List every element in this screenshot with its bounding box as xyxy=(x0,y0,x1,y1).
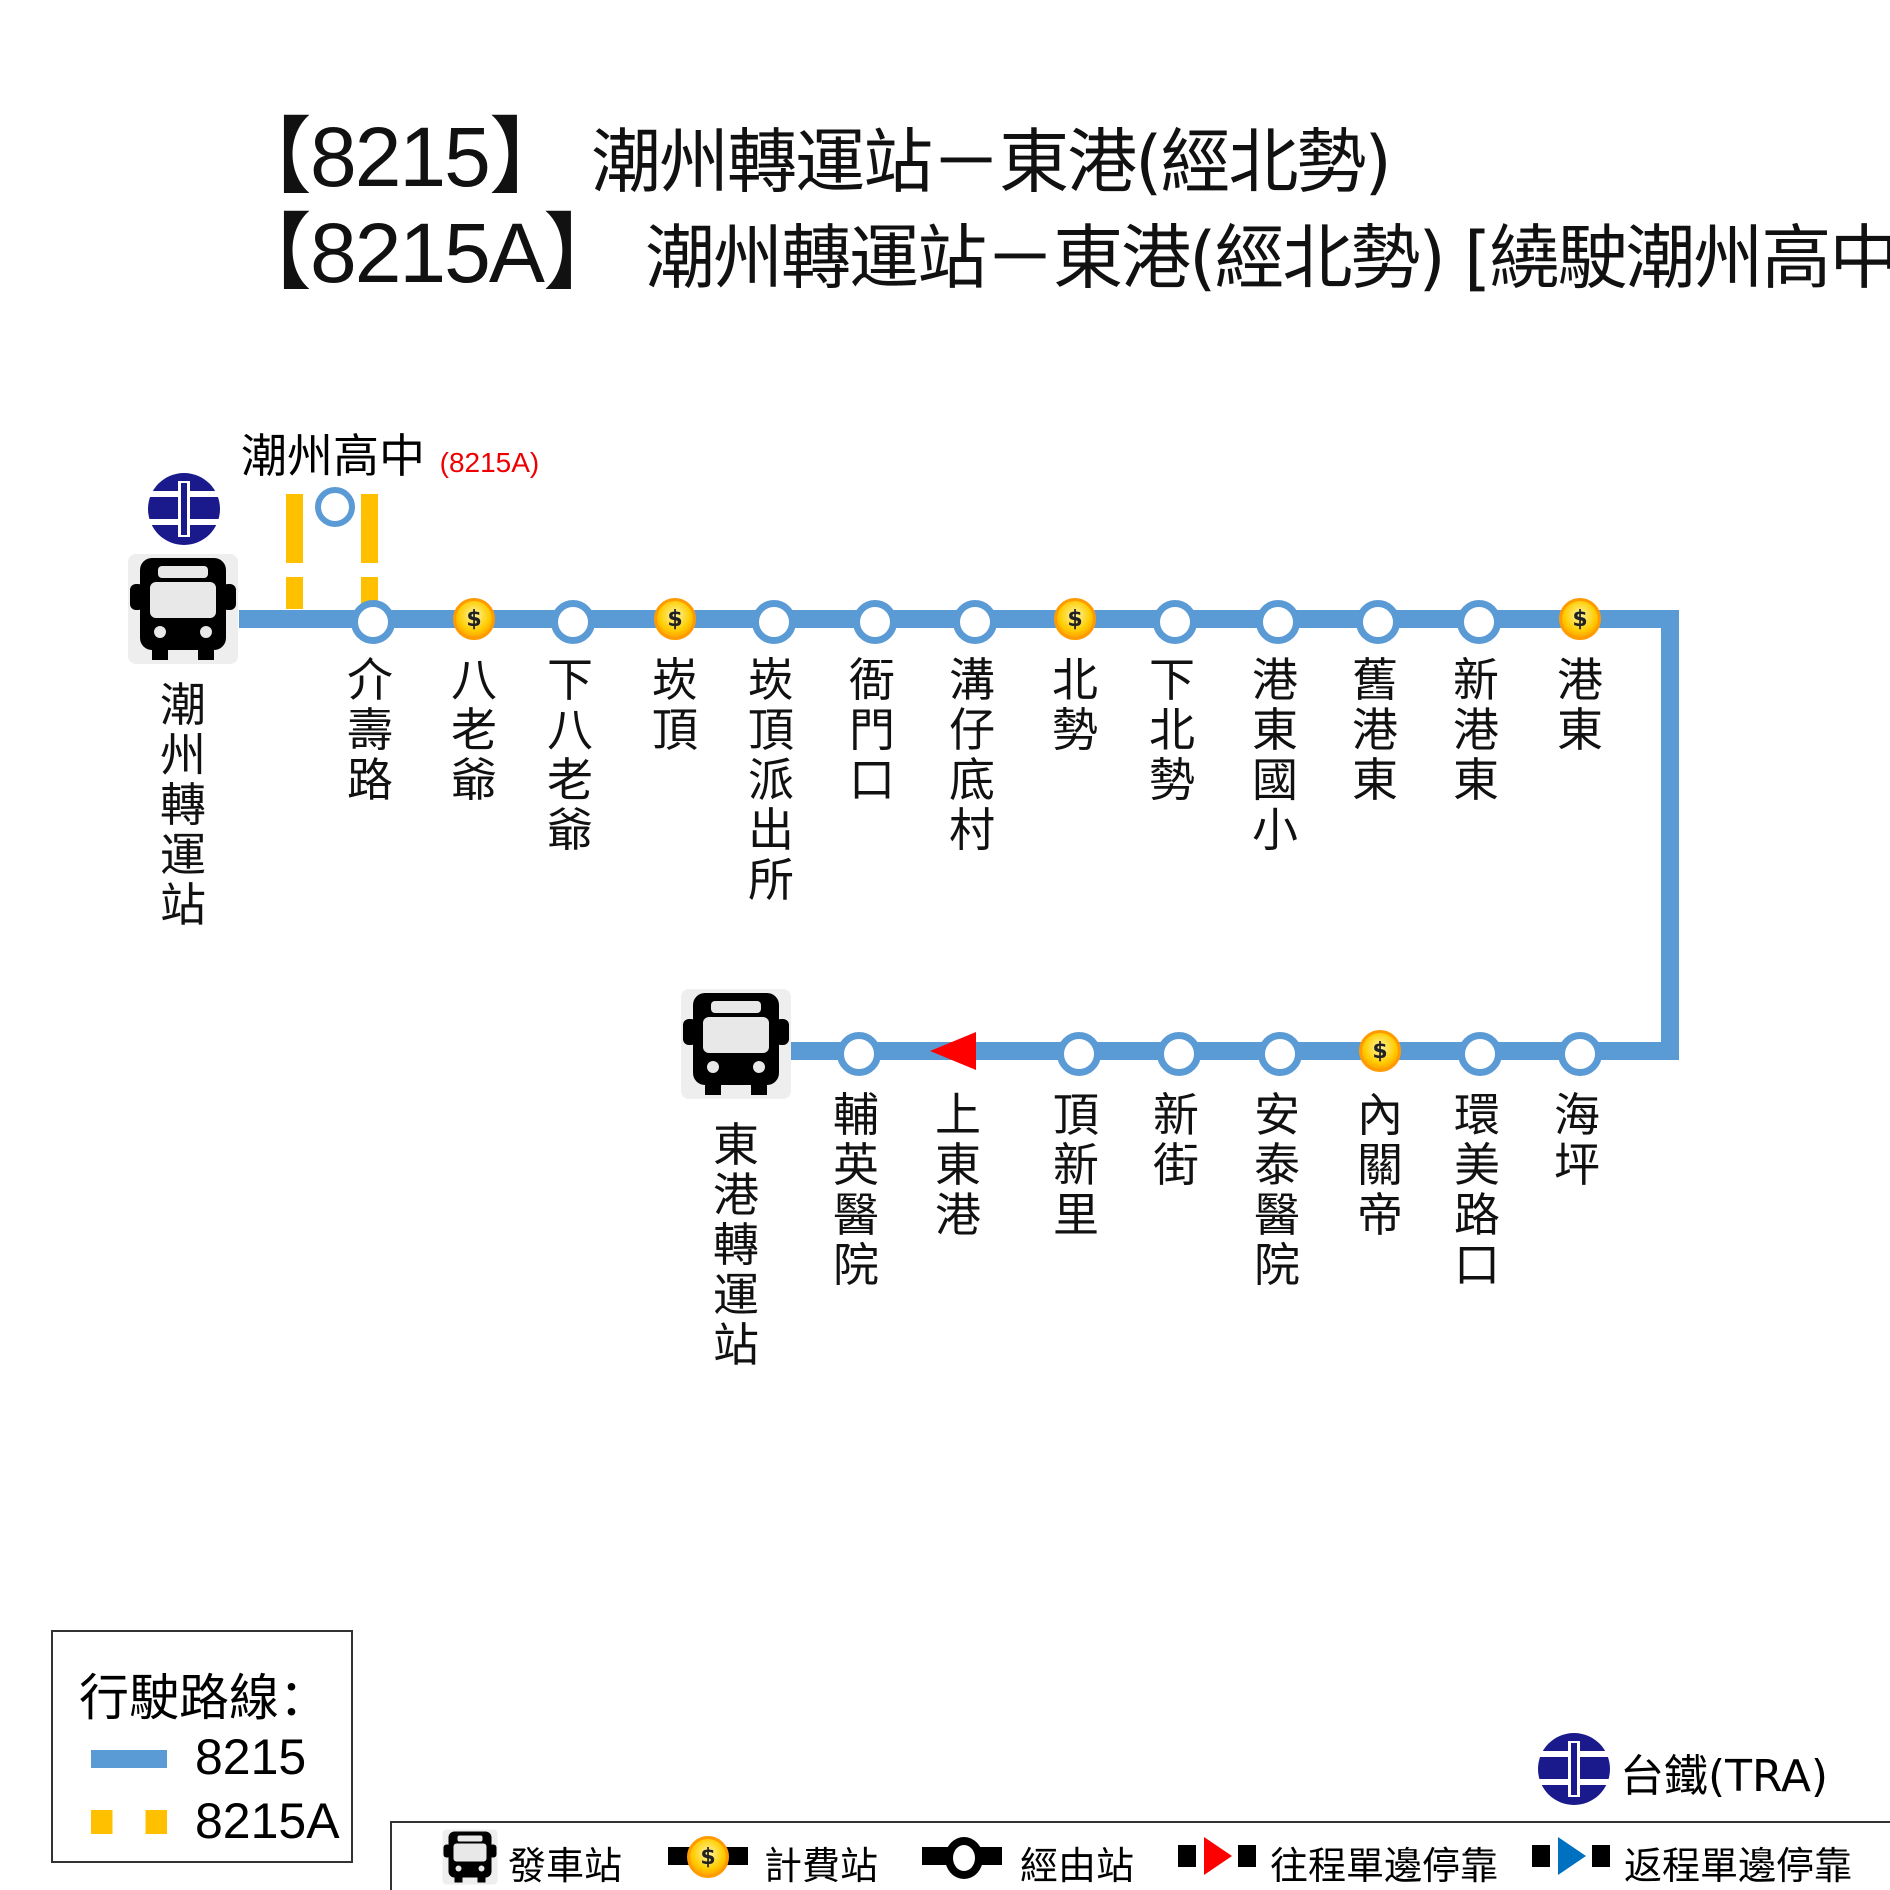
tra-legend-label: 台鐵(TRA) xyxy=(1620,1751,1829,1802)
route-legend-title: 行駛路線： xyxy=(79,1669,329,1727)
symbol-legend: 發車站 $ 計費站 經由站 往程單邊停靠 返程單邊停靠 xyxy=(390,1821,1890,1890)
stop-label: 八老爺 xyxy=(451,653,497,807)
tra-legend-icon xyxy=(1538,1733,1610,1805)
stop-marker[interactable] xyxy=(1558,1032,1602,1076)
stop-label: 崁頂派出所 xyxy=(748,653,794,907)
route-line-right xyxy=(1661,610,1679,1060)
stop-label: 海坪 xyxy=(1554,1088,1600,1192)
fee-stop-icon[interactable]: $ xyxy=(1054,598,1096,640)
stop-label: 上東港 xyxy=(935,1088,981,1242)
stop-label: 舊港東 xyxy=(1352,653,1398,807)
stop-marker[interactable] xyxy=(1457,600,1501,644)
stop-label: 介壽路 xyxy=(347,653,393,807)
stop-label: 安泰醫院 xyxy=(1254,1088,1300,1292)
stop-label: 衙門口 xyxy=(849,653,895,807)
title-8215A: 【8215A】 潮州轉運站－東港(經北勢) [繞駛潮州高中] xyxy=(228,206,1890,300)
legend-ret-block xyxy=(1532,1845,1550,1867)
legend-fee-label: 計費站 xyxy=(764,1844,879,1888)
stop-label: 崁頂 xyxy=(652,653,698,757)
stop-marker[interactable] xyxy=(837,1032,881,1076)
end-bus-icon xyxy=(681,989,791,1099)
stop-marker[interactable] xyxy=(1057,1032,1101,1076)
legend-out-block xyxy=(1178,1845,1196,1867)
stop-label: 頂新里 xyxy=(1053,1088,1099,1242)
title-8215: 【8215】 潮州轉運站－東港(經北勢) xyxy=(228,110,1392,204)
outbound-one-side-arrow-icon xyxy=(930,1032,976,1070)
stop-label: 北勢 xyxy=(1052,653,1098,757)
legend-swatch-8215A xyxy=(91,1810,167,1834)
stop-marker[interactable] xyxy=(853,600,897,644)
legend-via-icon xyxy=(945,1837,983,1879)
legend-swatch-8215 xyxy=(91,1750,167,1768)
stop-label: 下北勢 xyxy=(1149,653,1195,807)
stop-marker[interactable] xyxy=(953,600,997,644)
legend-outbound-label: 往程單邊停靠 xyxy=(1270,1844,1499,1888)
legend-outbound-arrow-icon xyxy=(1204,1837,1232,1875)
legend-ret-block2 xyxy=(1592,1845,1610,1867)
stop-marker[interactable] xyxy=(551,600,595,644)
stop-chaozhou-high-school[interactable] xyxy=(315,487,355,527)
fee-stop-icon[interactable]: $ xyxy=(1559,598,1601,640)
stop-marker[interactable] xyxy=(1258,1032,1302,1076)
legend-start-label: 發車站 xyxy=(508,1844,623,1888)
stop-label: 港東 xyxy=(1557,653,1603,757)
stop-label: 港東國小 xyxy=(1252,653,1298,857)
start-bus-icon xyxy=(128,554,238,664)
stop-label: 溝仔底村 xyxy=(949,653,995,857)
stop-label: 下八老爺 xyxy=(547,653,593,857)
legend-label-8215: 8215 xyxy=(195,1729,307,1785)
stop-marker[interactable] xyxy=(1256,600,1300,644)
legend-bus-icon xyxy=(442,1829,498,1885)
start-station-label: 潮州轉運站 xyxy=(160,678,206,932)
stop-marker[interactable] xyxy=(1458,1032,1502,1076)
legend-label-8215A: 8215A xyxy=(195,1793,340,1849)
legend-return-label: 返程單邊停靠 xyxy=(1624,1844,1853,1888)
branch-line-left xyxy=(286,494,303,609)
legend-out-block2 xyxy=(1238,1845,1256,1867)
tra-logo-icon xyxy=(148,473,220,545)
fee-stop-icon[interactable]: $ xyxy=(453,598,495,640)
branch-line-right xyxy=(361,494,378,609)
branch-stop-label: 潮州高中 (8215A) xyxy=(241,429,540,483)
stop-label: 環美路口 xyxy=(1454,1088,1500,1292)
stop-label: 新港東 xyxy=(1453,653,1499,807)
stop-label: 輔英醫院 xyxy=(833,1088,879,1292)
fee-stop-icon[interactable]: $ xyxy=(654,598,696,640)
fee-stop-icon[interactable]: $ xyxy=(1359,1030,1401,1072)
stop-marker[interactable] xyxy=(351,600,395,644)
legend-return-arrow-icon xyxy=(1558,1837,1586,1875)
end-station-label: 東港轉運站 xyxy=(713,1118,759,1372)
stop-marker[interactable] xyxy=(1153,600,1197,644)
route-legend: 行駛路線： 8215 8215A xyxy=(51,1630,353,1863)
legend-fee-icon: $ xyxy=(687,1836,729,1878)
stop-label: 新街 xyxy=(1153,1088,1199,1192)
stop-marker[interactable] xyxy=(1356,600,1400,644)
legend-via-label: 經由站 xyxy=(1020,1844,1135,1888)
route-line-bottom xyxy=(790,1042,1679,1060)
stop-label: 內關帝 xyxy=(1357,1088,1403,1242)
stop-marker[interactable] xyxy=(1157,1032,1201,1076)
stop-marker[interactable] xyxy=(752,600,796,644)
